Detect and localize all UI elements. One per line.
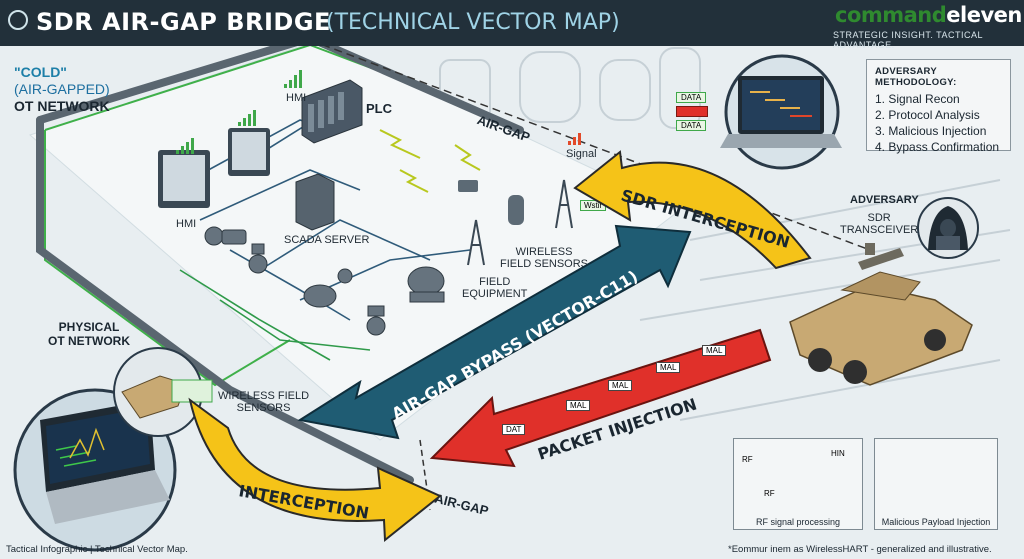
field-sensor-zoom-icon <box>113 347 213 437</box>
dat-packet: DAT <box>502 424 526 435</box>
mal-packet: MAL <box>656 362 681 373</box>
methodology-title: ADVERSARY METHODOLOGY: <box>875 66 957 88</box>
footer-right-text: *Eommur inem as WirelessHART - generaliz… <box>728 544 992 555</box>
payload-panel-caption: Malicious Payload Injection <box>881 517 991 527</box>
air-gapped-text: (AIR-GAPPED) <box>14 81 110 97</box>
footer-left-text: Tactical Infographic | Technical Vector … <box>6 544 188 555</box>
plc-label: PLC <box>366 101 392 116</box>
methodology-step: 2. Protocol Analysis <box>875 108 980 122</box>
mal-packet: MAL <box>566 400 591 411</box>
header-bar <box>0 0 1024 46</box>
hin-label: HIN <box>831 449 845 458</box>
brand-logo: commandeleven <box>835 3 1022 27</box>
attacker-laptop-icon <box>720 54 842 170</box>
page-subtitle: (TECHNICAL VECTOR MAP) <box>326 10 620 35</box>
ot-network-text: OT NETWORK <box>14 98 110 114</box>
hmi-monitor-top-icon <box>228 128 270 176</box>
brand-tagline: STRATEGIC INSIGHT. TACTICAL ADVANTAGE. <box>833 30 983 50</box>
payload-injection-panel: Malicious Payload Injection <box>874 438 998 530</box>
page-title: SDR AIR-GAP BRIDGE <box>36 8 331 36</box>
rf-out-label: RF <box>764 489 775 498</box>
methodology-step: 3. Malicious Injection <box>875 124 987 138</box>
cold-network-label: "COLD" (AIR-GAPPED) OT NETWORK <box>14 64 110 115</box>
mal-packet: MAL <box>608 380 633 391</box>
rf-processing-panel: RF RF HIN RF signal processing <box>733 438 863 530</box>
radar-icon <box>8 10 28 30</box>
plc-rack-icon <box>301 79 363 144</box>
adversary-vehicle-icon <box>789 243 973 386</box>
scada-server-icon <box>295 173 335 231</box>
adversary-methodology-box: ADVERSARY METHODOLOGY: 1. Signal Recon 2… <box>866 59 1011 154</box>
data-packet: DATA <box>676 120 707 131</box>
rf-in-label: RF <box>742 455 753 464</box>
malware-packet-icon <box>676 106 708 117</box>
rf-panel-caption: RF signal processing <box>755 517 841 527</box>
hmi-top-label: HMI <box>286 92 307 104</box>
scada-server-label: SCADA SERVER <box>284 234 370 246</box>
cold-quote-text: "COLD" <box>14 64 67 80</box>
methodology-step: 1. Signal Recon <box>875 92 960 106</box>
hacker-avatar-icon <box>917 197 979 259</box>
adversary-label: ADVERSARY <box>850 194 919 206</box>
mal-packet: MAL <box>702 345 727 356</box>
methodology-step: 4. Bypass Confirmation <box>875 140 1000 154</box>
data-packet: DATA <box>676 92 707 103</box>
hmi-monitor-icon <box>158 150 210 208</box>
hmi-label: HMI <box>176 218 197 230</box>
signal-label: Signal <box>566 148 597 160</box>
